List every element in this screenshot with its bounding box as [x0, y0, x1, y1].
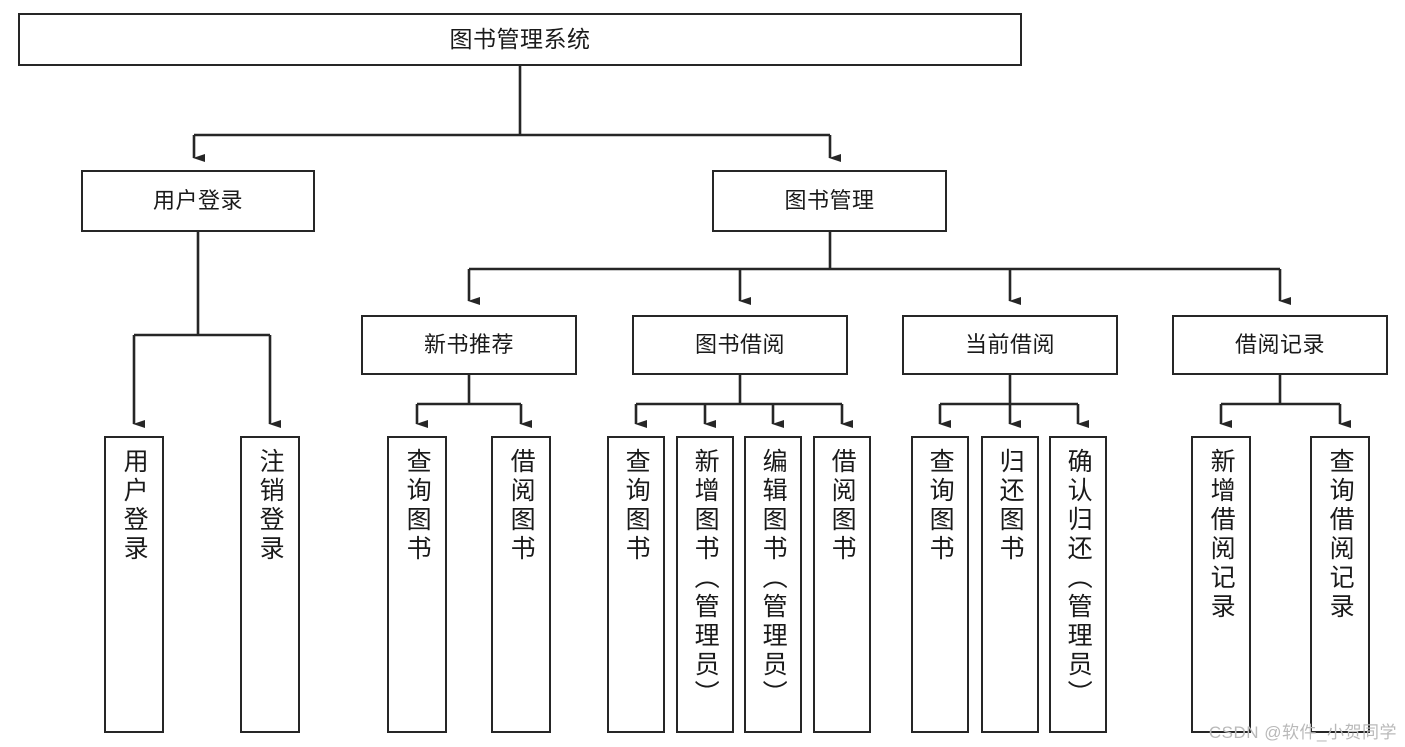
node-leaf-logout[interactable]: 注销登录 — [240, 436, 300, 733]
node-root-label: 图书管理系统 — [449, 25, 591, 52]
node-leaf-query-book-recommend-label: 查询图书 — [403, 448, 432, 564]
node-borrow-record-label: 借阅记录 — [1234, 332, 1325, 358]
node-new-book-recommend[interactable]: 新书推荐 — [361, 315, 577, 375]
node-leaf-query-book-current[interactable]: 查询图书 — [911, 436, 969, 733]
node-book-management-label: 图书管理 — [784, 188, 875, 214]
node-current-borrow[interactable]: 当前借阅 — [902, 315, 1118, 375]
node-user-login[interactable]: 用户登录 — [81, 170, 315, 232]
node-leaf-confirm-return-admin[interactable]: 确认归还（管理员） — [1049, 436, 1107, 733]
node-leaf-return-book-label: 归还图书 — [996, 448, 1025, 564]
node-leaf-query-borrow-record-label: 查询借阅记录 — [1326, 448, 1355, 622]
node-leaf-edit-book-admin[interactable]: 编辑图书（管理员） — [744, 436, 802, 733]
node-borrow-record[interactable]: 借阅记录 — [1172, 315, 1388, 375]
node-leaf-borrow-book[interactable]: 借阅图书 — [813, 436, 871, 733]
node-leaf-edit-book-admin-label: 编辑图书（管理员） — [759, 448, 788, 709]
node-book-management[interactable]: 图书管理 — [712, 170, 947, 232]
node-book-borrow[interactable]: 图书借阅 — [632, 315, 848, 375]
node-leaf-query-book-recommend[interactable]: 查询图书 — [387, 436, 447, 733]
node-leaf-user-login[interactable]: 用户登录 — [104, 436, 164, 733]
node-leaf-borrow-book-recommend-label: 借阅图书 — [507, 448, 536, 564]
watermark-text: CSDN @软件_小贺同学 — [1208, 723, 1397, 742]
node-leaf-return-book[interactable]: 归还图书 — [981, 436, 1039, 733]
node-leaf-query-borrow-record[interactable]: 查询借阅记录 — [1310, 436, 1370, 733]
node-new-book-recommend-label: 新书推荐 — [423, 332, 514, 358]
node-leaf-query-book-current-label: 查询图书 — [926, 448, 955, 564]
node-leaf-logout-label: 注销登录 — [256, 448, 285, 564]
node-leaf-add-borrow-record[interactable]: 新增借阅记录 — [1191, 436, 1251, 733]
node-current-borrow-label: 当前借阅 — [964, 332, 1055, 358]
node-leaf-query-book-borrow-label: 查询图书 — [622, 448, 651, 564]
node-leaf-add-book-admin[interactable]: 新增图书（管理员） — [676, 436, 734, 733]
node-leaf-user-login-label: 用户登录 — [120, 448, 149, 564]
node-user-login-label: 用户登录 — [152, 188, 243, 214]
node-leaf-add-borrow-record-label: 新增借阅记录 — [1207, 448, 1236, 622]
node-leaf-confirm-return-admin-label: 确认归还（管理员） — [1064, 448, 1093, 709]
node-leaf-borrow-book-label: 借阅图书 — [828, 448, 857, 564]
node-leaf-query-book-borrow[interactable]: 查询图书 — [607, 436, 665, 733]
node-root[interactable]: 图书管理系统 — [18, 13, 1022, 66]
node-leaf-borrow-book-recommend[interactable]: 借阅图书 — [491, 436, 551, 733]
node-book-borrow-label: 图书借阅 — [694, 332, 785, 358]
node-leaf-add-book-admin-label: 新增图书（管理员） — [691, 448, 720, 709]
